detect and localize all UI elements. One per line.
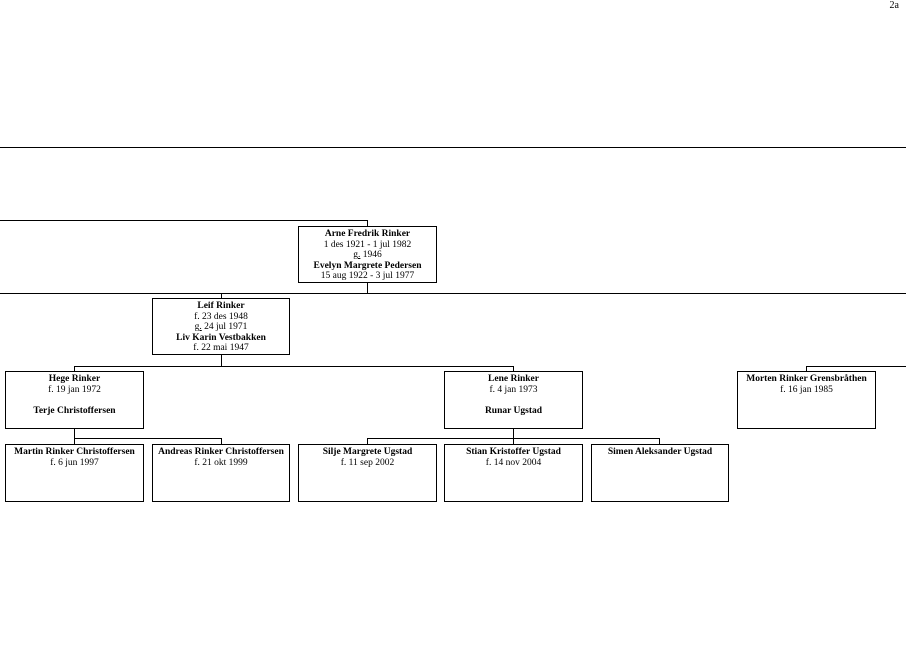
marriage-info: g. 24 jul 1971 [153, 322, 289, 333]
person-box-lene[interactable]: Lene Rinker f. 4 jan 1973 Runar Ugstad [444, 371, 583, 429]
person-birth: f. 11 sep 2002 [340, 457, 395, 468]
person-box-silje[interactable]: Silje Margrete Ugstad f. 11 sep 2002 [298, 444, 437, 502]
generation-connector [367, 282, 368, 293]
children-connector [513, 366, 514, 372]
person-name: Leif Rinker [197, 301, 245, 311]
spouse-birth: f. 22 mai 1947 [193, 343, 249, 354]
marriage-date: 24 jul 1971 [204, 322, 248, 333]
spouse-dates: 15 aug 1922 - 3 jul 1977 [320, 271, 415, 282]
person-box-simen[interactable]: Simen Aleksander Ugstad [591, 444, 729, 502]
person-name: Arne Fredrik Rinker [324, 229, 411, 239]
spouse-name: Liv Karin Vestbakken [176, 332, 266, 343]
grandchildren-connector [659, 438, 660, 444]
person-box-martin[interactable]: Martin Rinker Christoffersen f. 6 jun 19… [5, 444, 144, 502]
person-name: Simen Aleksander Ugstad [607, 447, 713, 457]
children-connector [806, 366, 906, 367]
grandchildren-connector [74, 438, 222, 439]
person-box-morten[interactable]: Morten Rinker Grensbråthen f. 16 jan 198… [737, 371, 876, 429]
person-birth: f. 6 jun 1997 [50, 457, 99, 468]
generation-connector [367, 220, 368, 226]
person-name: Lene Rinker [488, 374, 539, 384]
person-name: Martin Rinker Christoffersen [14, 447, 135, 457]
top-divider-line [0, 147, 906, 148]
children-connector [806, 366, 807, 372]
grandchildren-connector [367, 438, 368, 444]
person-birth: f. 4 jan 1973 [489, 384, 538, 395]
generation-connector [221, 293, 222, 299]
marriage-prefix: g. [353, 250, 361, 261]
person-name: Morten Rinker Grensbråthen [746, 374, 867, 384]
grandchildren-connector [513, 428, 514, 444]
generation-connector [0, 220, 367, 221]
person-dates: 1 des 1921 - 1 jul 1982 [323, 239, 412, 250]
person-box-stian[interactable]: Stian Kristoffer Ugstad f. 14 nov 2004 [444, 444, 583, 502]
person-birth: f. 19 jan 1972 [48, 384, 101, 395]
person-name: Silje Margrete Ugstad [322, 447, 413, 457]
children-connector [74, 366, 75, 372]
spouse-name: Terje Christoffersen [33, 405, 116, 416]
person-birth: f. 14 nov 2004 [485, 457, 542, 468]
person-name: Stian Kristoffer Ugstad [466, 447, 561, 457]
person-name: Andreas Rinker Christoffersen [158, 447, 284, 457]
children-connector [221, 355, 222, 366]
grandchildren-connector [367, 438, 660, 439]
grandchildren-connector [221, 438, 222, 444]
marriage-year: 1946 [362, 250, 382, 261]
spouse-name: Evelyn Margrete Pedersen [313, 260, 422, 271]
person-birth: f. 23 des 1948 [194, 311, 248, 322]
children-connector [74, 366, 514, 367]
page-number: 2a [889, 0, 899, 11]
person-birth: f. 16 jan 1985 [780, 384, 833, 395]
spacer [6, 395, 143, 406]
person-box-hege[interactable]: Hege Rinker f. 19 jan 1972 Terje Christo… [5, 371, 144, 429]
generation-divider-line [0, 293, 906, 294]
person-name: Hege Rinker [48, 374, 101, 384]
person-birth: f. 21 okt 1999 [194, 457, 248, 468]
grandchildren-connector [74, 428, 75, 444]
person-box-arne[interactable]: Arne Fredrik Rinker 1 des 1921 - 1 jul 1… [298, 226, 437, 283]
person-box-andreas[interactable]: Andreas Rinker Christoffersen f. 21 okt … [152, 444, 290, 502]
marriage-info: g. 1946 [299, 250, 436, 261]
marriage-prefix: g. [194, 322, 202, 333]
spouse-name: Runar Ugstad [484, 405, 543, 416]
spacer [445, 395, 582, 406]
person-box-leif[interactable]: Leif Rinker f. 23 des 1948 g. 24 jul 197… [152, 298, 290, 355]
